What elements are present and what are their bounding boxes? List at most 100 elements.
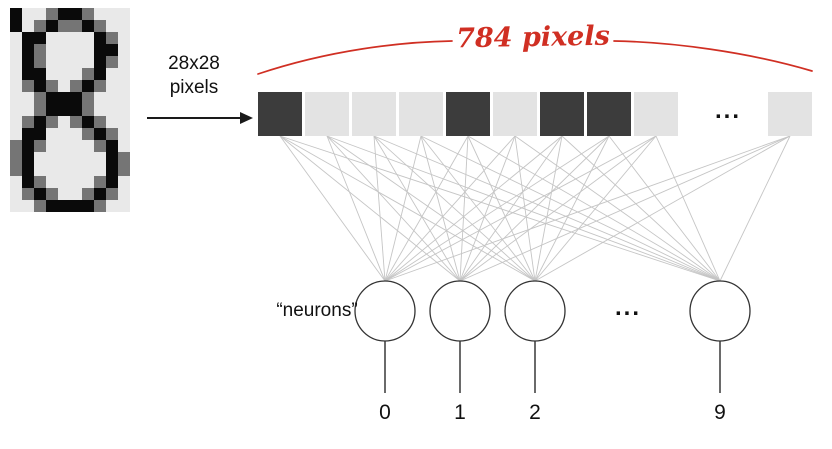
digit-pixel bbox=[46, 80, 58, 92]
output-label-0: 0 bbox=[379, 401, 391, 424]
output-label-1: 1 bbox=[454, 401, 466, 424]
pixel-cell-dark bbox=[540, 92, 584, 136]
connection-line bbox=[373, 135, 721, 282]
connection-line bbox=[467, 135, 536, 282]
digit-pixel bbox=[106, 140, 118, 152]
digit-pixel bbox=[46, 140, 58, 152]
digit-pixel bbox=[70, 152, 82, 164]
digit-pixel bbox=[46, 116, 58, 128]
digit-pixel bbox=[94, 152, 106, 164]
connection-line bbox=[459, 135, 516, 282]
connection-line bbox=[279, 135, 461, 282]
digit-pixel bbox=[22, 32, 34, 44]
digit-pixel bbox=[22, 8, 34, 20]
digit-pixel bbox=[82, 152, 94, 164]
pixel-cell-dark bbox=[446, 92, 490, 136]
digit-pixel bbox=[10, 164, 22, 176]
digit-pixel bbox=[34, 140, 46, 152]
digit-pixel bbox=[70, 188, 82, 200]
digit-pixel bbox=[22, 152, 34, 164]
connection-line bbox=[279, 135, 386, 282]
digit-pixel bbox=[106, 200, 118, 212]
digit-pixel bbox=[58, 56, 70, 68]
digit-pixel bbox=[46, 8, 58, 20]
input-arrow-head bbox=[240, 112, 253, 124]
digit-pixel bbox=[94, 128, 106, 140]
digit-pixel bbox=[106, 80, 118, 92]
digit-pixel bbox=[34, 20, 46, 32]
connection-line bbox=[326, 135, 461, 282]
digit-pixel bbox=[58, 128, 70, 140]
connection-line bbox=[326, 135, 721, 282]
digit-pixel bbox=[70, 140, 82, 152]
digit-pixel bbox=[34, 80, 46, 92]
digit-pixel bbox=[106, 56, 118, 68]
pixel-cell-light bbox=[768, 92, 812, 136]
digit-pixel bbox=[70, 200, 82, 212]
connection-line bbox=[420, 135, 721, 282]
digit-pixel bbox=[118, 164, 130, 176]
digit-pixel bbox=[10, 176, 22, 188]
digit-pixel bbox=[94, 200, 106, 212]
connection-line bbox=[608, 135, 721, 282]
digit-pixel bbox=[22, 44, 34, 56]
digit-pixel bbox=[82, 188, 94, 200]
digit-pixel bbox=[106, 176, 118, 188]
digit-pixel bbox=[34, 32, 46, 44]
digit-pixel bbox=[106, 44, 118, 56]
connection-line bbox=[373, 135, 386, 282]
digit-pixel bbox=[46, 104, 58, 116]
digit-pixel bbox=[58, 80, 70, 92]
digit-pixel bbox=[82, 164, 94, 176]
digit-pixel bbox=[118, 8, 130, 20]
digit-pixel bbox=[46, 56, 58, 68]
connection-line bbox=[384, 135, 469, 282]
digit-pixel bbox=[10, 92, 22, 104]
digit-pixel bbox=[46, 92, 58, 104]
input-size-line1: 28x28 bbox=[168, 53, 220, 74]
digit-pixel bbox=[46, 176, 58, 188]
digit-pixel bbox=[22, 188, 34, 200]
digit-pixel bbox=[82, 200, 94, 212]
connection-line bbox=[534, 135, 791, 282]
connection-line bbox=[459, 135, 610, 282]
digit-pixel bbox=[94, 188, 106, 200]
digit-pixel bbox=[70, 44, 82, 56]
digit-pixel bbox=[34, 188, 46, 200]
digit-pixel bbox=[118, 176, 130, 188]
digit-pixel bbox=[70, 176, 82, 188]
digit-pixel bbox=[34, 128, 46, 140]
input-size-line2: pixels bbox=[169, 77, 219, 98]
digit-pixel bbox=[118, 152, 130, 164]
digit-pixel bbox=[46, 20, 58, 32]
digit-pixel bbox=[22, 80, 34, 92]
pixel-cell-light bbox=[305, 92, 349, 136]
output-label-9: 9 bbox=[714, 401, 726, 424]
digit-pixel bbox=[34, 92, 46, 104]
digit-pixel bbox=[94, 80, 106, 92]
digit-pixel bbox=[70, 80, 82, 92]
connection-line bbox=[279, 135, 721, 282]
digit-pixel bbox=[106, 68, 118, 80]
pixel-cell-light bbox=[634, 92, 678, 136]
pixel-cell-light bbox=[352, 92, 396, 136]
connection-line bbox=[534, 135, 610, 282]
digit-pixel bbox=[10, 44, 22, 56]
digit-pixel bbox=[22, 200, 34, 212]
pixel-cell-light bbox=[399, 92, 443, 136]
digit-pixel bbox=[10, 104, 22, 116]
digit-pixel bbox=[58, 116, 70, 128]
digit-pixel bbox=[58, 140, 70, 152]
digit-pixel bbox=[118, 44, 130, 56]
digit-pixel bbox=[82, 104, 94, 116]
digit-pixel bbox=[10, 80, 22, 92]
digit-pixel bbox=[46, 32, 58, 44]
digit-pixel bbox=[70, 8, 82, 20]
pixel-cell-light bbox=[493, 92, 537, 136]
digit-pixel bbox=[10, 116, 22, 128]
neuron-circle bbox=[354, 280, 416, 342]
digit-pixel bbox=[10, 20, 22, 32]
digit-pixel bbox=[46, 68, 58, 80]
digit-pixel bbox=[34, 200, 46, 212]
